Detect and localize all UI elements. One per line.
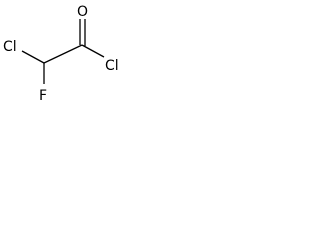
bond-c1-c2 <box>43 44 83 64</box>
structural-formula: Cl F O Cl <box>3 4 119 104</box>
atom-label-cl-right: Cl <box>105 58 119 74</box>
atom-label-fluorine: F <box>39 88 47 104</box>
bond-c2-cl <box>81 44 105 58</box>
atom-label-oxygen: O <box>77 4 88 20</box>
bond-cl-c1 <box>21 50 45 64</box>
atom-label-cl-left: Cl <box>3 39 17 55</box>
